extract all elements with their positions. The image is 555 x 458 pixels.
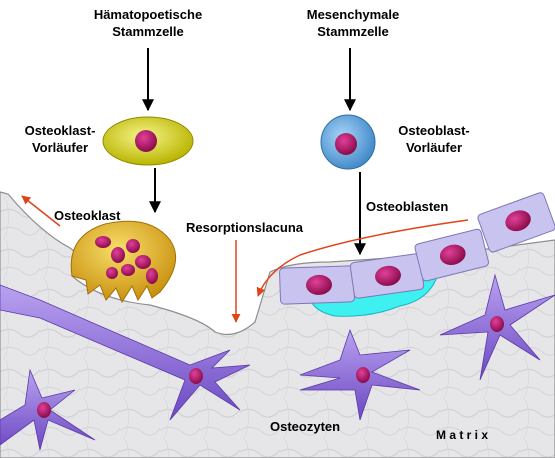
- osteoblast-precursor-label: Osteoblast- Vorläufer: [384, 122, 484, 156]
- osteoclast-precursor-cell: [102, 116, 194, 166]
- osteoclast-precursor-label-line2: Vorläufer: [31, 140, 89, 155]
- hsc-label-line2: Stammzelle: [112, 24, 184, 39]
- osteoblast-1: [279, 265, 355, 305]
- osteocyte-2: [299, 328, 421, 421]
- osteoblast-precursor-label-line2: Vorläufer: [405, 140, 463, 155]
- red-arrow-osteoblast-migration: [256, 219, 469, 297]
- osteoclast-precursor-label-line1: Osteoklast-: [24, 123, 96, 138]
- hsc-label-line1: Hämatopoetische: [93, 7, 203, 22]
- resorptionslacuna-label: Resorptionslacuna: [186, 220, 304, 235]
- osteozyten-label: Osteozyten: [270, 419, 341, 434]
- osteoblast-2: [349, 253, 425, 299]
- msc-label-line1: Mesenchymale: [306, 7, 400, 22]
- osteoclast-cell: [70, 220, 177, 304]
- matrix-label: M a t r i x: [436, 428, 489, 442]
- osteoblast-cells: [279, 192, 555, 305]
- osteoblast-precursor-label-line1: Osteoblast-: [398, 123, 470, 138]
- osteoblast-4: [477, 192, 555, 253]
- osteocyte-1: [0, 284, 251, 421]
- msc-label-line2: Stammzelle: [317, 24, 389, 39]
- osteocyte-3: [439, 273, 555, 381]
- msc-label: Mesenchymale Stammzelle: [268, 6, 438, 40]
- hsc-label: Hämatopoetische Stammzelle: [60, 6, 236, 40]
- osteoklast-label: Osteoklast: [54, 208, 121, 223]
- osteoblast-3: [414, 228, 489, 282]
- osteocyte-4: [0, 368, 96, 451]
- osteoclast-precursor-label: Osteoklast- Vorläufer: [14, 122, 106, 156]
- osteoblasten-label: Osteoblasten: [366, 199, 449, 214]
- osteoblast-precursor-cell: [320, 114, 376, 170]
- red-arrow-osteoclast-migration: [21, 195, 61, 227]
